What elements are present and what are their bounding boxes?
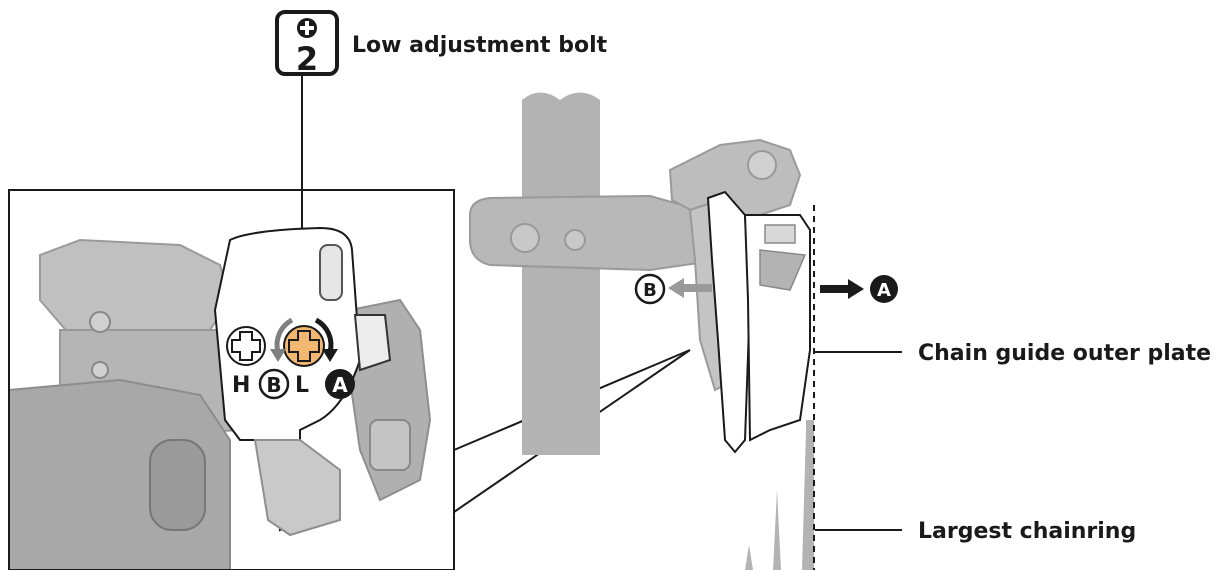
tool-badge: 2 [275,10,339,78]
pivot-bolt [89,311,111,333]
a-marker-main: A [870,275,898,303]
guide-slot [764,224,796,244]
latch-tab [353,314,392,372]
chain-guide-inner-plate [706,190,752,454]
low-adjustment-bolt [283,325,325,367]
direction-b-arrow [668,278,712,298]
arm-pivot [564,229,586,251]
rotate-a-arrowhead [322,349,338,362]
low-letter: L [295,373,309,398]
guide-tab [759,249,807,291]
main-view: B A [469,92,898,570]
hex-key-plus-icon [297,18,317,38]
b-marker-inset: B [258,368,290,400]
cable-bolt [747,150,777,180]
a-marker-inset: A [325,369,355,399]
b-marker-main: B [634,273,666,305]
clamp-bolt [510,223,540,253]
high-adjustment-bolt [226,326,266,366]
tab-slot [319,244,343,301]
seat-tube [522,92,600,455]
chainring-tooth-tall [806,420,814,570]
largest-chainring-label: Largest chainring [918,519,1136,544]
svg-text:B: B [266,373,281,397]
detail-inset: H B L A [8,189,455,570]
lower-arm [253,439,341,537]
cable-anchor [369,419,411,471]
svg-text:B: B [643,280,657,301]
derailleur-arm [469,194,707,272]
direction-a-arrow [820,279,864,299]
low-adjustment-bolt-label: Low adjustment bolt [352,33,608,58]
svg-text:A: A [332,373,348,397]
rotate-b-arrowhead [270,349,286,362]
rotate-b-arrow [274,317,294,353]
derailleur-body-back [39,238,232,342]
svg-text:A: A [877,280,891,301]
chain-guide-outer-plate-label: Chain guide outer plate [918,341,1211,366]
rotate-a-arrow [314,317,334,353]
high-letter: H [232,373,250,398]
chainring-teeth [745,430,810,570]
cable-slot [149,439,206,531]
chain-guide-outer-plate [743,214,811,442]
pivot-bolt-2 [91,361,109,379]
detail-frame [8,189,455,570]
tool-badge-number: 2 [296,40,318,78]
